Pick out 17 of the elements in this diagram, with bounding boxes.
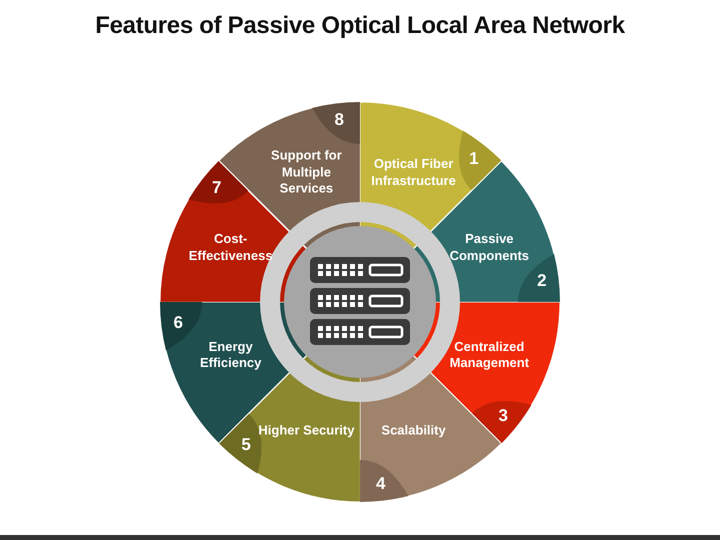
segment-number: 8 — [334, 110, 344, 130]
segment-number: 6 — [173, 312, 183, 333]
segment-number: 5 — [241, 435, 251, 456]
segment-label: Optical Fiber Infrastructure — [370, 156, 457, 190]
segment-label: Cost-Effectiveness — [188, 232, 274, 266]
segment-label: Centralized Management — [448, 338, 530, 372]
segment-number: 3 — [498, 406, 508, 426]
segment-label: Support for Multiple Services — [270, 147, 343, 198]
segment-number: 1 — [469, 148, 479, 169]
segment-label: Energy Efficiency — [198, 338, 262, 372]
title: Features of Passive Optical Local Area Network — [94, 12, 626, 40]
segment-number: 7 — [212, 178, 222, 198]
segment-label: Higher Security — [257, 422, 356, 440]
segment-number: 2 — [537, 271, 547, 292]
segment-label: Scalability — [380, 422, 447, 440]
segment-number: 4 — [376, 474, 386, 494]
segment-label: Passive Components — [448, 232, 530, 266]
